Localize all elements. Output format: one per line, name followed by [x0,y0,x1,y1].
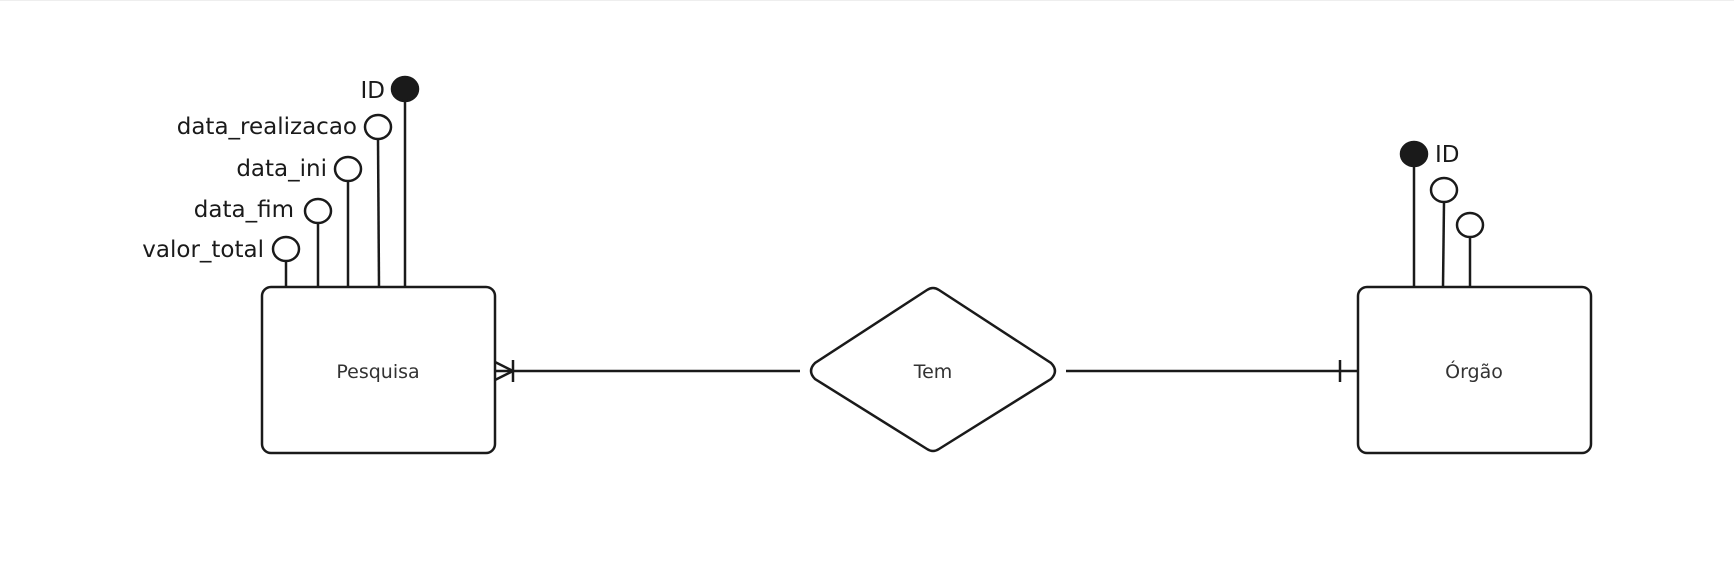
attribute-id-pesquisa[interactable]: ID [361,75,420,287]
relationship-tem[interactable]: Tem [809,286,1057,453]
attribute-label: data_ini [236,156,327,182]
entity-pesquisa[interactable]: Pesquisa [260,285,497,455]
attribute-label: ID [1435,142,1460,168]
attribute-marker [271,235,301,263]
crows-foot-prong [494,369,514,382]
crows-foot-prong [494,360,514,373]
entity-label: Pesquisa [336,361,419,383]
attribute-marker [1429,176,1459,204]
entity-orgao[interactable]: Órgão [1356,285,1593,455]
attribute-marker [1455,211,1485,239]
attribute-connector [1441,201,1446,288]
attribute-label: data_realizacao [177,114,357,140]
attribute-label: data_fim [194,197,294,223]
primary-key-marker [390,75,420,103]
entity-label: Órgão [1445,359,1503,383]
relationship-connector-orgao[interactable] [1066,360,1358,382]
attribute-data-ini[interactable]: data_ini [236,155,363,287]
entity-box [1356,285,1593,455]
relationship-connector-pesquisa[interactable] [494,360,800,382]
attribute-marker [303,197,333,225]
relationship-label: Tem [913,361,953,383]
attribute-marker [333,155,363,183]
attribute-id-orgao[interactable]: ID [1399,140,1460,287]
attribute-label: valor_total [142,237,264,263]
attribute-data-fim[interactable]: data_fim [194,197,333,287]
attribute-marker [363,113,393,141]
attribute-orgao-3[interactable] [1455,211,1485,287]
relationship-diamond [809,286,1057,453]
attribute-orgao-2[interactable] [1429,176,1459,288]
attribute-valor-total[interactable]: valor_total [142,235,301,287]
attribute-connector [376,138,381,288]
primary-key-marker [1399,140,1429,168]
attribute-label: ID [361,78,386,104]
attribute-data-realizacao[interactable]: data_realizacao [177,113,393,288]
